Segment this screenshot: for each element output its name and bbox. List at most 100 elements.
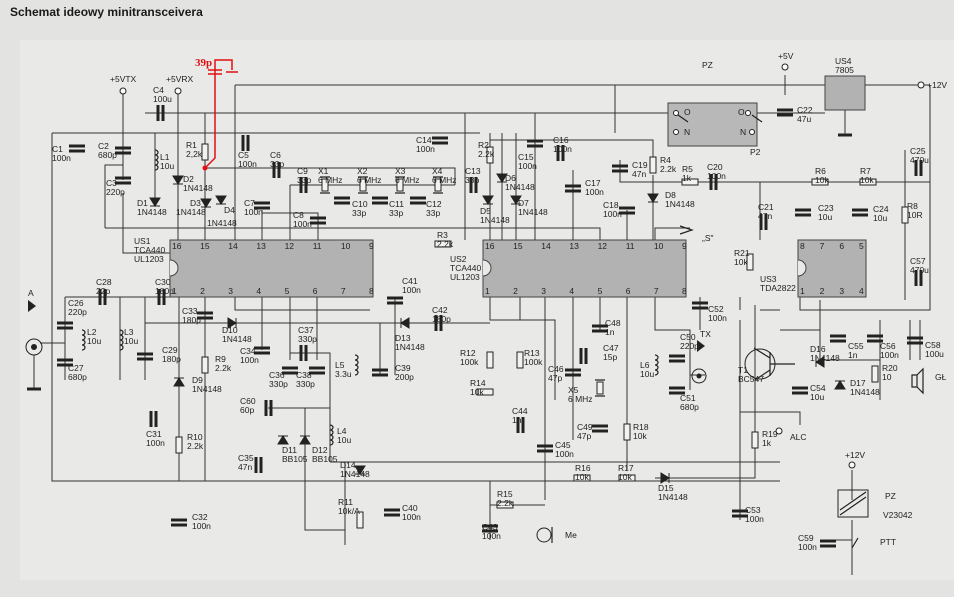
speaker-label: GŁ — [935, 372, 947, 382]
r12-symbol — [486, 351, 494, 369]
us4-ref: US4 — [835, 56, 852, 66]
microphone-icon — [536, 527, 552, 543]
d14-symbol — [354, 465, 366, 475]
component-ref-c22: C22 — [797, 105, 813, 115]
component-value-l6: 10u — [640, 369, 654, 379]
component-value-c52: 100n — [708, 313, 727, 323]
us2-pin-8: 8 — [682, 286, 687, 296]
r16-symbol — [573, 474, 591, 482]
component-value-c12: 33p — [426, 208, 440, 218]
r21-symbol — [746, 253, 754, 271]
component-value-d6: 1N4148 — [505, 182, 535, 192]
us1-pin-2: 2 — [200, 286, 205, 296]
c51-symbol — [669, 386, 685, 395]
r10-symbol — [175, 436, 183, 454]
us3-pin-2: 2 — [820, 286, 825, 296]
us1-type-alt: UL1203 — [134, 254, 164, 264]
us1-pin-11: 11 — [313, 241, 322, 251]
component-ref-c60: C60 — [240, 396, 256, 406]
component-ref-x4: X4 — [432, 166, 443, 176]
relay-pz-label: PZ — [885, 491, 896, 501]
component-ref-c1: C1 — [52, 144, 63, 154]
component-value-c20: 100n — [707, 171, 726, 181]
component-ref-d15: D15 — [658, 483, 674, 493]
mic-label: Me — [565, 530, 577, 540]
contact-n-2: N — [740, 127, 746, 137]
l2-symbol — [81, 329, 86, 351]
l5-symbol — [354, 354, 359, 376]
c18-symbol — [619, 206, 635, 215]
component-value-r7: 10k — [860, 175, 874, 185]
component-ref-d16: D16 — [810, 344, 826, 354]
component-value-c51: 680p — [680, 402, 699, 412]
r1-symbol — [201, 143, 209, 161]
antenna-label: A — [28, 288, 34, 298]
component-ref-c59: C59 — [798, 533, 814, 543]
component-ref-c57: C57 — [910, 256, 926, 266]
component-value-c17: 100n — [585, 187, 604, 197]
component-ref-r19: R19 — [762, 429, 778, 439]
component-ref-x1: X1 — [318, 166, 329, 176]
d4-symbol — [215, 195, 227, 205]
component-value-d4: 1N4148 — [207, 218, 237, 228]
component-value-c47: 15p — [603, 352, 617, 362]
d11-symbol — [277, 435, 289, 445]
component-value-c16: 100n — [553, 144, 572, 154]
component-ref-r11: R11 — [338, 497, 353, 507]
component-value-c5: 100n — [238, 159, 257, 169]
r20-symbol — [871, 365, 879, 383]
component-ref-r12: R12 — [460, 348, 476, 358]
component-ref-c6: C6 — [270, 150, 281, 160]
us2-pin-11: 11 — [626, 241, 635, 251]
component-ref-r13: R13 — [524, 348, 540, 358]
c4-symbol — [156, 105, 165, 121]
component-ref-d2: D2 — [183, 174, 194, 184]
r11-symbol — [356, 511, 364, 529]
component-ref-c15: C15 — [518, 152, 534, 162]
component-value-r17: 10k — [618, 472, 632, 482]
d9-symbol — [173, 377, 185, 387]
ptt-switch-icon[interactable] — [851, 537, 859, 549]
us1-pin-1: 1 — [172, 286, 177, 296]
component-ref-d8: D8 — [665, 190, 676, 200]
c48-symbol — [592, 324, 608, 333]
component-value-c49: 47p — [577, 431, 591, 441]
component-ref-c55: C55 — [848, 341, 864, 351]
component-ref-c38: C38 — [296, 370, 312, 380]
component-value-x5: 6 MHz — [568, 394, 593, 404]
component-value-c48: 1n — [605, 327, 615, 337]
relay-model-label: V23042 — [883, 510, 913, 520]
c19-symbol — [612, 164, 628, 173]
d13-symbol — [400, 317, 410, 329]
component-ref-c43: C43 — [482, 522, 498, 532]
component-ref-r21: R21 — [734, 248, 750, 258]
component-value-c25: 470u — [910, 155, 929, 165]
component-value-r5: 1k — [682, 173, 692, 183]
component-ref-c28: C28 — [96, 277, 112, 287]
component-ref-c56: C56 — [880, 341, 896, 351]
component-ref-t1: T1 — [738, 365, 748, 375]
us3-pin-4: 4 — [859, 286, 864, 296]
antenna-arrow-icon — [28, 300, 36, 312]
us1-pin-3: 3 — [228, 286, 233, 296]
us3-pin-8: 8 — [800, 241, 805, 251]
c23-symbol — [795, 208, 811, 217]
c20-symbol — [709, 174, 718, 190]
component-value-d10: 1N4148 — [222, 334, 252, 344]
c8-symbol — [310, 216, 326, 225]
component-value-c30: 180p — [155, 286, 174, 296]
c58-symbol — [907, 336, 923, 345]
component-value-c11: 33p — [389, 208, 403, 218]
wires — [40, 75, 931, 575]
c15-symbol — [527, 139, 543, 148]
x5-symbol — [595, 379, 605, 397]
c42-symbol — [434, 315, 443, 331]
us4-type: 7805 — [835, 65, 854, 75]
component-value-c55: 1n — [848, 350, 858, 360]
paper-area — [20, 40, 954, 580]
component-value-c56: 100n — [880, 350, 899, 360]
component-value-r8: 10R — [907, 210, 923, 220]
component-value-c46: 47p — [548, 373, 562, 383]
us1-pin-7: 7 — [341, 286, 346, 296]
